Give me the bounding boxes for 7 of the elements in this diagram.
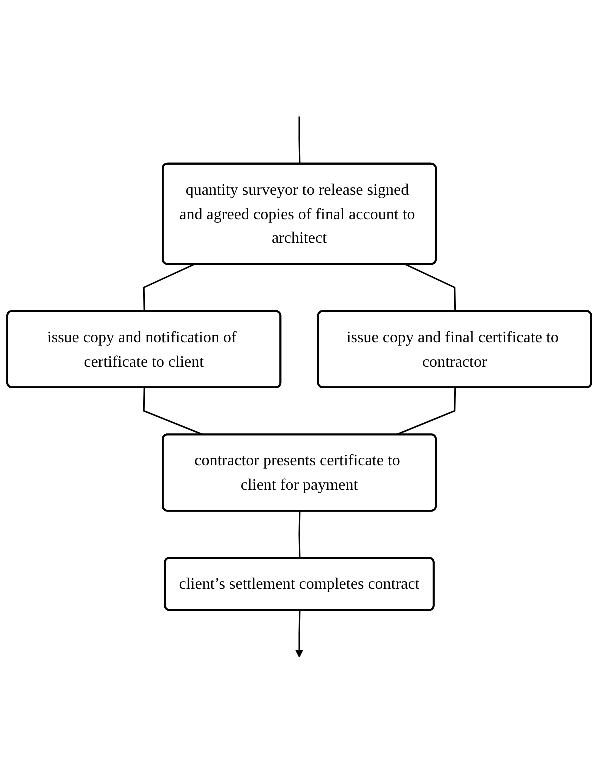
connector — [405, 264, 456, 312]
connector — [298, 511, 301, 558]
connector — [396, 388, 456, 436]
arrow — [295, 610, 304, 658]
connector — [143, 264, 195, 312]
connector — [298, 116, 301, 164]
connector — [143, 388, 204, 436]
